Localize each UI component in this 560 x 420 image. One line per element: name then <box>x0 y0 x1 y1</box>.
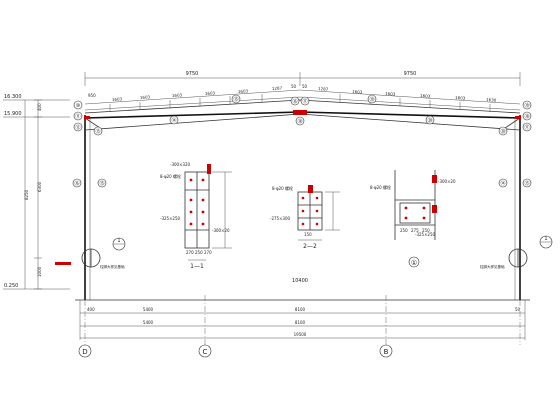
bolt-2-text: 8-φ20 螺栓 <box>272 185 293 191</box>
section-1-label: 1—1 <box>190 263 204 270</box>
plate-3-text: -300×20 <box>212 228 230 233</box>
roof-seg-2: 1603 <box>140 94 151 100</box>
axis-mid: C <box>203 348 208 356</box>
bay-mid-text: 8100 <box>295 307 306 312</box>
tag-6: ⑮ <box>233 96 238 103</box>
elev-ridge: 16.300 <box>4 94 22 100</box>
tag-2: ⑪ <box>75 113 80 120</box>
detail-node-1: 8-φ20 螺栓 -300×20 -325×250 250 275 250 ① <box>370 170 456 268</box>
roof-seg-13: 1603 <box>455 95 466 101</box>
portal-frame <box>75 94 530 301</box>
roof-seg-1: 1603 <box>112 96 123 102</box>
dims-1a: 270 <box>186 250 194 255</box>
tag-3: ⑫ <box>75 124 80 131</box>
axis-left: D <box>82 348 87 356</box>
tag-4: ⑬ <box>95 128 100 135</box>
roof-seg-9: 1287 <box>318 86 329 92</box>
callout-right-num: 1 <box>544 236 547 242</box>
top-span-left-text: 9750 <box>186 71 199 77</box>
dims-3a: 250 <box>400 228 408 233</box>
tag-13: ⑲ <box>524 102 529 109</box>
tag-8: ⑰ <box>302 98 307 105</box>
base-callout-right: 1 柱脚大样见基础 <box>480 235 553 269</box>
base-note-left: 柱脚大样见基础 <box>100 264 125 269</box>
roof-seg-10: 1603 <box>352 89 363 95</box>
roof-seg-12: 1603 <box>420 93 431 99</box>
bay-left-text: 5400 <box>143 307 154 312</box>
tag-5: ⑭ <box>171 117 176 124</box>
tag-14: ⑱ <box>524 113 529 120</box>
elev-eave: 15.900 <box>4 111 22 117</box>
tag-19: ⑬ <box>524 180 529 187</box>
tag-7: ⑯ <box>292 98 297 105</box>
roof-seg-3: 1603 <box>172 92 183 98</box>
tag-17: ⑮ <box>99 180 104 187</box>
dims-3c: 250 <box>422 228 430 233</box>
total-left-text: 5400 <box>143 320 154 325</box>
detail-section-1-1: -300×320 8-φ20 螺栓 -325×250 -300×20 270 2… <box>160 162 232 270</box>
roof-seg-6: 1287 <box>272 85 283 91</box>
tag-12: ⑳ <box>500 128 505 135</box>
plate-4-text: -275×300 <box>270 216 291 221</box>
purlin-markers <box>109 94 491 112</box>
detail-section-2-2: 8-φ20 螺栓 -275×300 150 2—2 <box>270 185 340 250</box>
base-note-right: 柱脚大样见基础 <box>480 264 505 269</box>
elev-total: 8250 <box>24 189 29 200</box>
base-callout-left: 1 柱脚大样见基础 <box>55 237 126 269</box>
roof-seg-5: 1603 <box>238 88 249 94</box>
bottom-dimension-chains: 10400 400 50 5400 8100 5400 8100 19500 <box>79 278 526 345</box>
roof-seg-7: 50 <box>291 84 297 89</box>
dims-3b: 275 <box>411 228 419 233</box>
plate-2-text: -325×250 <box>160 216 181 221</box>
roof-small-right: 1630 <box>486 97 497 103</box>
roof-seg-11: 1603 <box>385 91 396 97</box>
axis-right: B <box>384 348 389 356</box>
mid-span-text: 10400 <box>292 278 308 284</box>
roof-small-left: 950 <box>88 93 96 98</box>
elev-upper: 400 <box>37 103 42 111</box>
tag-15: ⑰ <box>524 124 529 131</box>
bolt-1-text: 8-φ20 螺栓 <box>160 173 181 179</box>
bolt-3-text: 8-φ20 螺栓 <box>370 184 391 190</box>
plate-1-text: -300×320 <box>170 162 191 167</box>
total-mid-text: 8100 <box>295 320 306 325</box>
elev-base-h: 1000 <box>37 266 42 277</box>
overall-text: 19500 <box>294 332 307 337</box>
dims-2a: 150 <box>304 232 312 237</box>
member-tags: ⑩ ⑪ ⑫ ⑬ ⑭ ⑮ ⑯ ⑰ ⑱ ⑲ ⑳ ⑳ ⑲ ⑱ ⑰ ⑯ ⑮ ⑭ ⑬ <box>72 94 532 188</box>
node-1-label: ① <box>411 259 417 267</box>
top-span-right-text: 9750 <box>404 71 417 77</box>
top-dimension-chain: 9750 9750 <box>84 71 521 86</box>
tag-18: ⑭ <box>500 180 505 187</box>
roof-seg-8: 50 <box>302 84 308 89</box>
axis-bubbles: D C B <box>78 344 393 358</box>
plate-6-text: -325×250 <box>415 232 436 237</box>
elev-column: 6300 <box>37 181 42 192</box>
right-edge-text: 50 <box>515 307 521 312</box>
tag-11: ⑳ <box>427 117 432 124</box>
tag-16: ⑯ <box>74 180 79 187</box>
tag-9: ⑱ <box>297 118 302 125</box>
elev-base: 0.250 <box>4 283 18 289</box>
roof-seg-4: 1603 <box>205 90 216 96</box>
elevation-marks: 16.300 15.900 0.250 400 6300 1000 8250 <box>3 94 70 290</box>
roof-dimension-chain: 950 1603 1603 1603 1603 1603 1287 50 50 … <box>84 84 521 105</box>
tag-10: ⑲ <box>369 96 374 103</box>
left-edge-text: 400 <box>87 307 95 312</box>
section-2-label: 2—2 <box>303 243 317 250</box>
dims-1c: 270 <box>204 250 212 255</box>
callout-left-num: 1 <box>117 238 120 244</box>
tag-1: ⑩ <box>76 103 81 109</box>
plate-5-text: -300×20 <box>438 179 456 184</box>
dims-1b: 250 <box>195 250 203 255</box>
